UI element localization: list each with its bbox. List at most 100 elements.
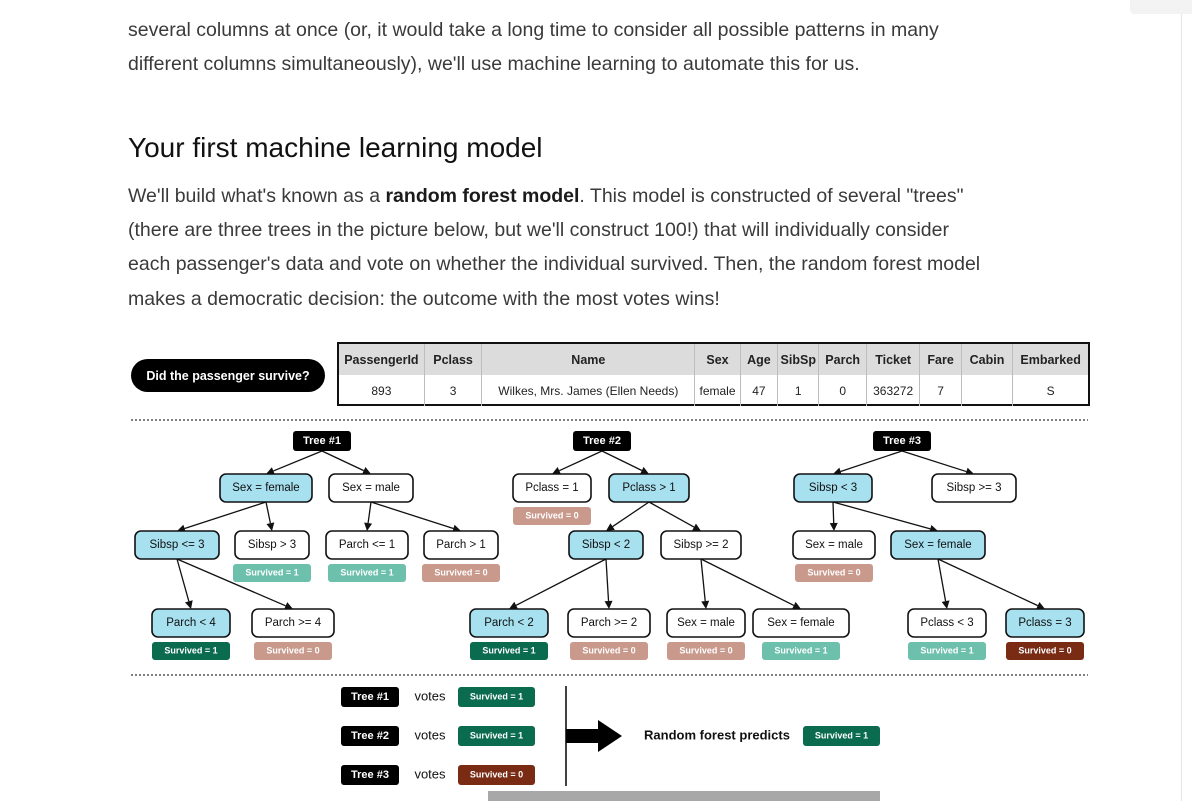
node-label: Pclass = 1 (525, 482, 578, 494)
edge-arrow (937, 558, 1039, 607)
arrow-head (266, 522, 275, 531)
node-pclass-3 (907, 608, 987, 638)
table-cell-age: 47 (739, 375, 778, 406)
table-header-sibsp: SibSp (777, 344, 819, 375)
table-header-parch: Parch (818, 344, 867, 375)
node-label: Parch < 4 (166, 617, 216, 629)
survived-badge (328, 564, 406, 582)
survived-badge (254, 642, 332, 660)
node-label: Parch > 1 (436, 539, 486, 551)
vote-result-text: Survived = 1 (470, 691, 523, 701)
survived-badge (762, 642, 840, 660)
table-header-name: Name (481, 344, 695, 375)
node-label: Sibsp <= 3 (150, 539, 205, 551)
survived-badge-text: Survived = 0 (582, 645, 635, 655)
vote-tree-label-text: Tree #1 (351, 691, 389, 703)
arrow-head (606, 523, 615, 531)
survived-badge (513, 507, 591, 525)
table-cell-passengerid: 893 (371, 383, 392, 398)
survived-badge-text: Survived = 0 (434, 567, 487, 577)
arrow-head (184, 600, 193, 609)
arrow-head (829, 522, 838, 531)
arrow-head (1036, 601, 1045, 610)
vote-result-badge (458, 687, 535, 707)
table-cell-fare: 7 (919, 375, 962, 406)
node-parch-1 (423, 530, 499, 560)
table-header-passengerid: PassengerId (339, 344, 425, 375)
table-cell-parch: 0 (818, 375, 867, 406)
predicts-label: Random forest predicts (644, 727, 790, 742)
node-parch-4 (151, 608, 231, 638)
edge-arrow (367, 501, 372, 524)
edge-arrow (273, 450, 323, 472)
question-pill: Did the passenger survive? (131, 359, 325, 392)
survived-badge (1006, 642, 1084, 660)
node-label: Sex = male (342, 482, 400, 494)
node-label: Parch <= 1 (339, 539, 395, 551)
arrow-head (266, 467, 275, 475)
node-label: Sibsp >= 2 (674, 539, 729, 551)
paragraph-line-4: makes a democratic decision: the outcome… (128, 288, 720, 310)
node-sex-female (890, 530, 986, 560)
node-label: Sex = male (677, 617, 735, 629)
survived-badge (570, 642, 648, 660)
top-right-bar (1130, 0, 1192, 14)
node-pclass-1 (608, 473, 690, 503)
random-forest-term: random forest model (385, 185, 580, 207)
vote-tree-label-text: Tree #3 (351, 769, 389, 781)
paragraph-line-3: each passenger's data and vote on whethe… (128, 253, 981, 275)
survived-badge (908, 642, 986, 660)
edge-arrow (184, 501, 267, 530)
votes-word: votes (414, 727, 446, 742)
arrow-head (364, 522, 373, 531)
node-sibsp-3 (234, 530, 310, 560)
node-label: Parch >= 2 (581, 617, 637, 629)
arrow-head (362, 466, 371, 475)
votes-word: votes (414, 766, 446, 781)
survived-badge-text: Survived = 1 (482, 645, 535, 655)
table-cell-embarked: S (1012, 375, 1088, 406)
node-label: Parch < 2 (484, 617, 534, 629)
survived-badge-text: Survived = 0 (679, 645, 732, 655)
node-label: Sibsp > 3 (248, 539, 296, 551)
survived-badge-text: Survived = 0 (525, 510, 578, 520)
survived-badge-text: Survived = 1 (920, 645, 973, 655)
vote-tree-label (341, 726, 399, 746)
survived-badge (152, 642, 230, 660)
paragraph-line-1: We'll build what's known as a random for… (128, 179, 1088, 214)
arrow-head (701, 600, 710, 609)
edge-arrow (840, 450, 903, 473)
table-cell-sibsp: 1 (777, 375, 819, 406)
tree-label-text: Tree #1 (303, 435, 341, 447)
survived-badge (667, 642, 745, 660)
arrow-head (941, 600, 950, 609)
tree-label-text: Tree #3 (883, 435, 921, 447)
node-sibsp-2 (660, 530, 742, 560)
node-sex-female (752, 608, 850, 638)
vote-tree-label-text: Tree #2 (351, 730, 389, 742)
node-label: Sibsp < 2 (582, 539, 630, 551)
page-divider (1181, 0, 1182, 801)
survived-badge-text: Survived = 1 (245, 567, 298, 577)
table-header-fare: Fare (919, 344, 962, 375)
prediction-badge-text: Survived = 1 (815, 730, 868, 740)
node-label: Pclass < 3 (920, 617, 973, 629)
tree-label-text: Tree #2 (583, 435, 621, 447)
table-cell-sex: female (694, 375, 741, 406)
edge-arrow (558, 450, 603, 472)
edge-arrow (832, 501, 835, 524)
tree-label-tree-3 (873, 431, 931, 451)
node-pclass-3 (1005, 608, 1085, 638)
edge-arrow (648, 501, 695, 528)
table-cell-name: Wilkes, Mrs. James (Ellen Needs) (481, 375, 695, 406)
vote-result-text: Survived = 0 (470, 769, 523, 779)
survived-badge (422, 564, 500, 582)
table-header-age: Age (739, 344, 778, 375)
node-sibsp-3 (134, 530, 220, 560)
arrow-head (692, 523, 701, 531)
edge-arrow (321, 450, 365, 472)
node-pclass-1 (512, 473, 592, 503)
